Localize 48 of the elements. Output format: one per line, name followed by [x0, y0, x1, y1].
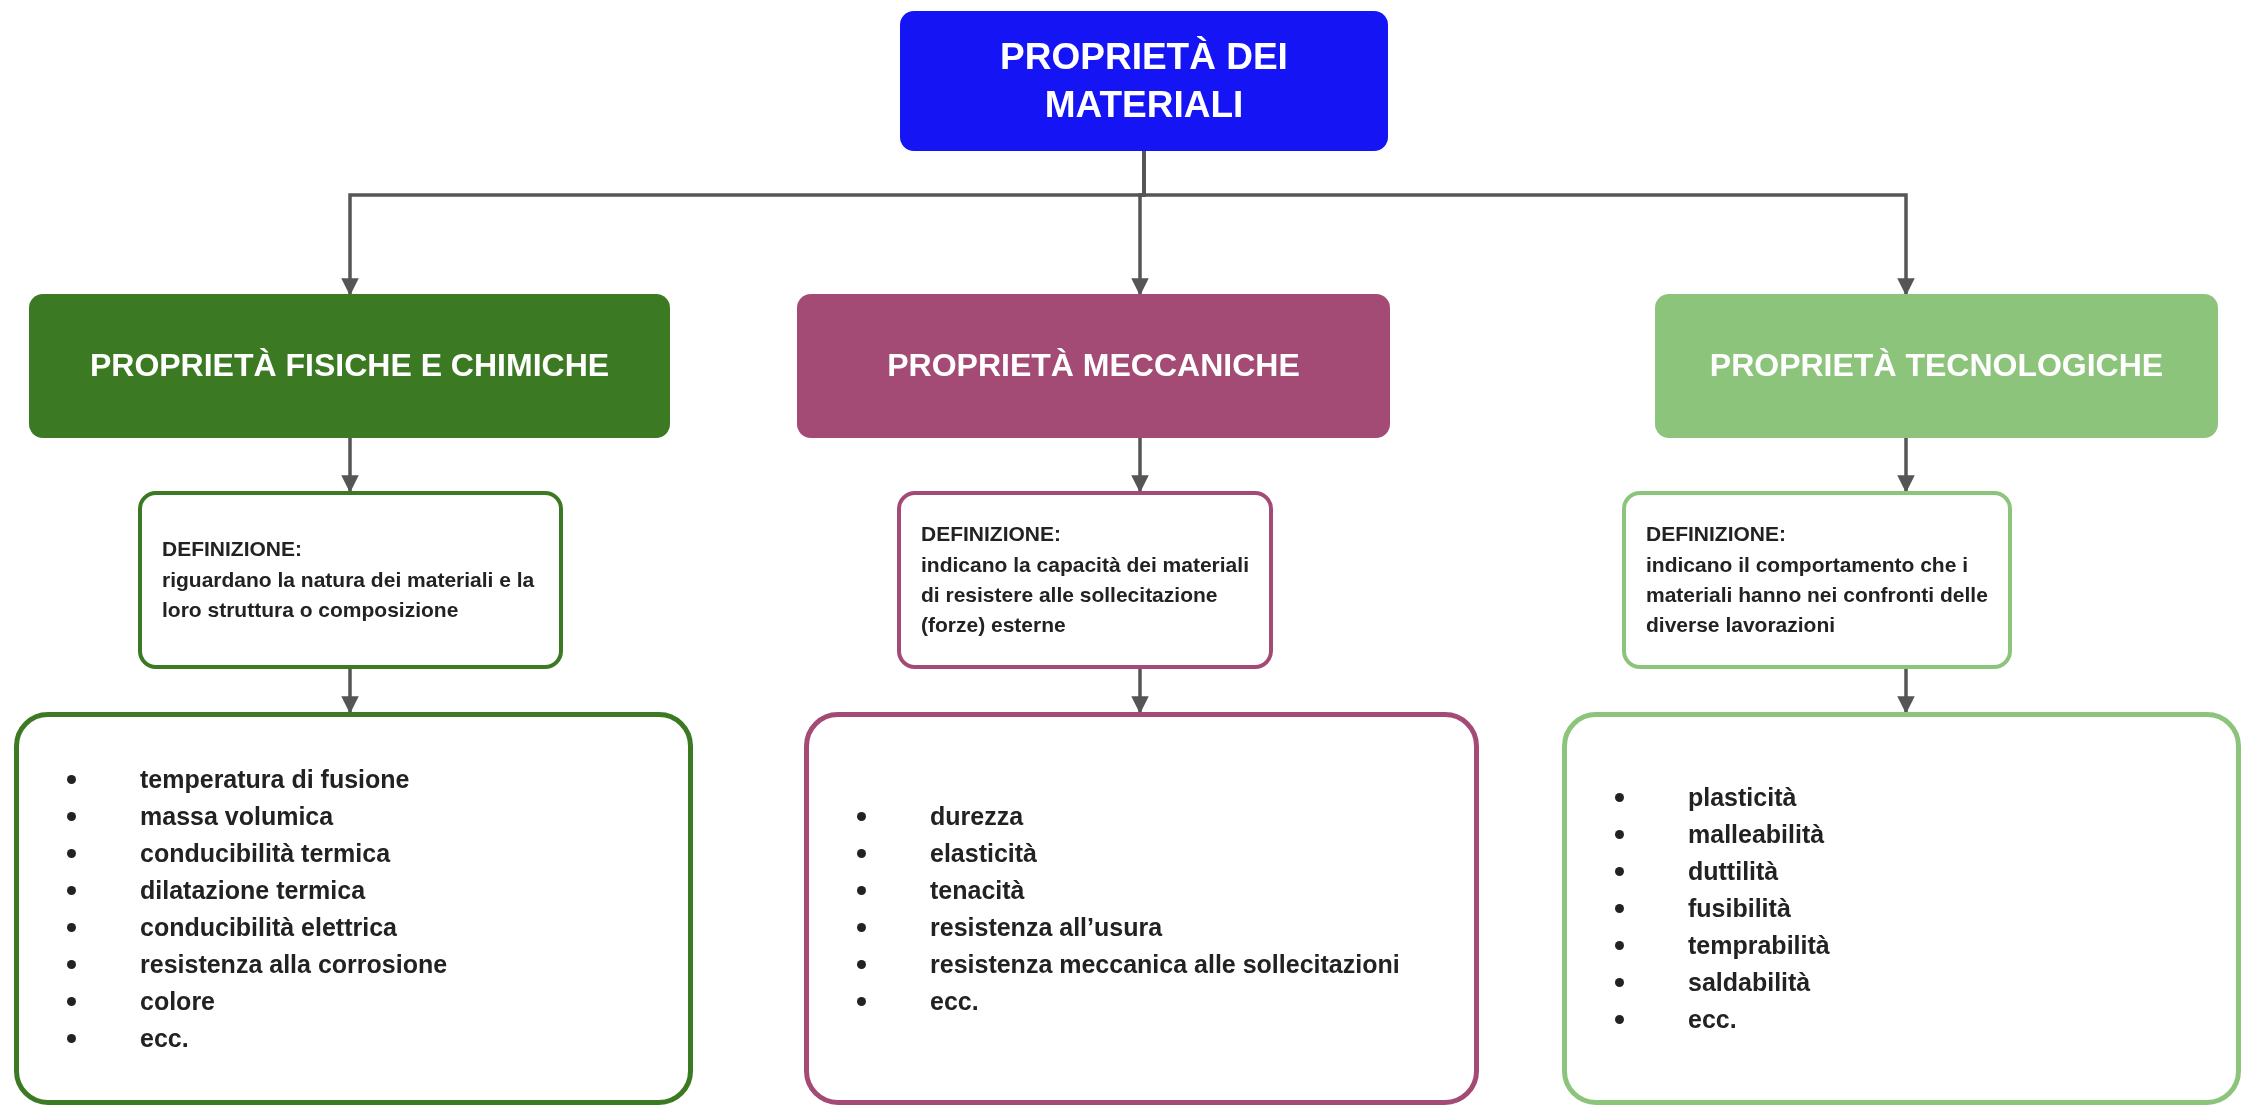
arrow: [1131, 669, 1149, 714]
list-item: resistenza meccanica alle sollecitazioni: [930, 948, 1400, 980]
list-item: colore: [140, 985, 216, 1017]
box-heading: PROPRIETÀ TECNOLOGICHE: [1709, 346, 2164, 386]
list-item: temprabilità: [1688, 930, 1830, 961]
list-item: resistenza all’usura: [930, 911, 1163, 943]
box-heading: PROPRIETÀ MECCANICHE: [887, 346, 1300, 386]
property-list-box: [804, 712, 1479, 1105]
property-list-box: [14, 712, 693, 1105]
list-item: temperatura di fusione: [140, 763, 410, 795]
arrow: [1897, 669, 1915, 714]
definition-heading: DEFINIZIONE:: [162, 536, 303, 563]
list-item: ecc.: [930, 985, 979, 1017]
list-item: durezza: [930, 800, 1024, 832]
box-heading: PROPRIETÀ DEI MATERIALI: [999, 34, 1289, 127]
title-box: [900, 11, 1388, 151]
list-item: malleabilità: [1688, 819, 1825, 850]
definition-text: riguardano la natura dei materiali e la loro struttura o composizione: [162, 566, 536, 624]
category-box: [1655, 294, 2218, 438]
list-item: resistenza alla corrosione: [140, 948, 448, 980]
list-item: plasticità: [1688, 782, 1797, 813]
list-item: elasticità: [930, 837, 1037, 869]
arrow: [1897, 438, 1915, 493]
list-item: ecc.: [140, 1022, 189, 1054]
list-item: conducibilità termica: [140, 837, 391, 869]
definition-heading: DEFINIZIONE:: [921, 521, 1062, 548]
list-item: fusibilità: [1688, 893, 1791, 924]
arrow: [341, 438, 359, 493]
list-item: duttilità: [1688, 856, 1779, 887]
category-box: [797, 294, 1390, 438]
category-box: [29, 294, 670, 438]
arrow: [341, 669, 359, 714]
list-item: saldabilità: [1688, 967, 1811, 998]
definition-box: [138, 491, 563, 669]
definition-box: [1622, 491, 2012, 669]
arrow: [1131, 438, 1149, 493]
list-item: massa volumica: [140, 800, 334, 832]
list-item: conducibilità elettrica: [140, 911, 397, 943]
list-item: dilatazione termica: [140, 874, 366, 906]
definition-heading: DEFINIZIONE:: [1646, 521, 1787, 548]
definition-text: indicano il comportamento che i materiali hanno nei confronti delle diverse lavorazioni: [1646, 551, 1988, 639]
box-heading: PROPRIETÀ FISICHE E CHIMICHE: [89, 346, 610, 386]
list-item: ecc.: [1688, 1004, 1737, 1035]
definition-box: [897, 491, 1273, 669]
definition-text: indicano la capacità dei materiali di resistere alle sollecitazione (forze) esterne: [921, 551, 1249, 639]
property-list-box: [1562, 712, 2241, 1105]
arrow: [1142, 151, 1915, 296]
list-item: tenacità: [930, 874, 1025, 906]
